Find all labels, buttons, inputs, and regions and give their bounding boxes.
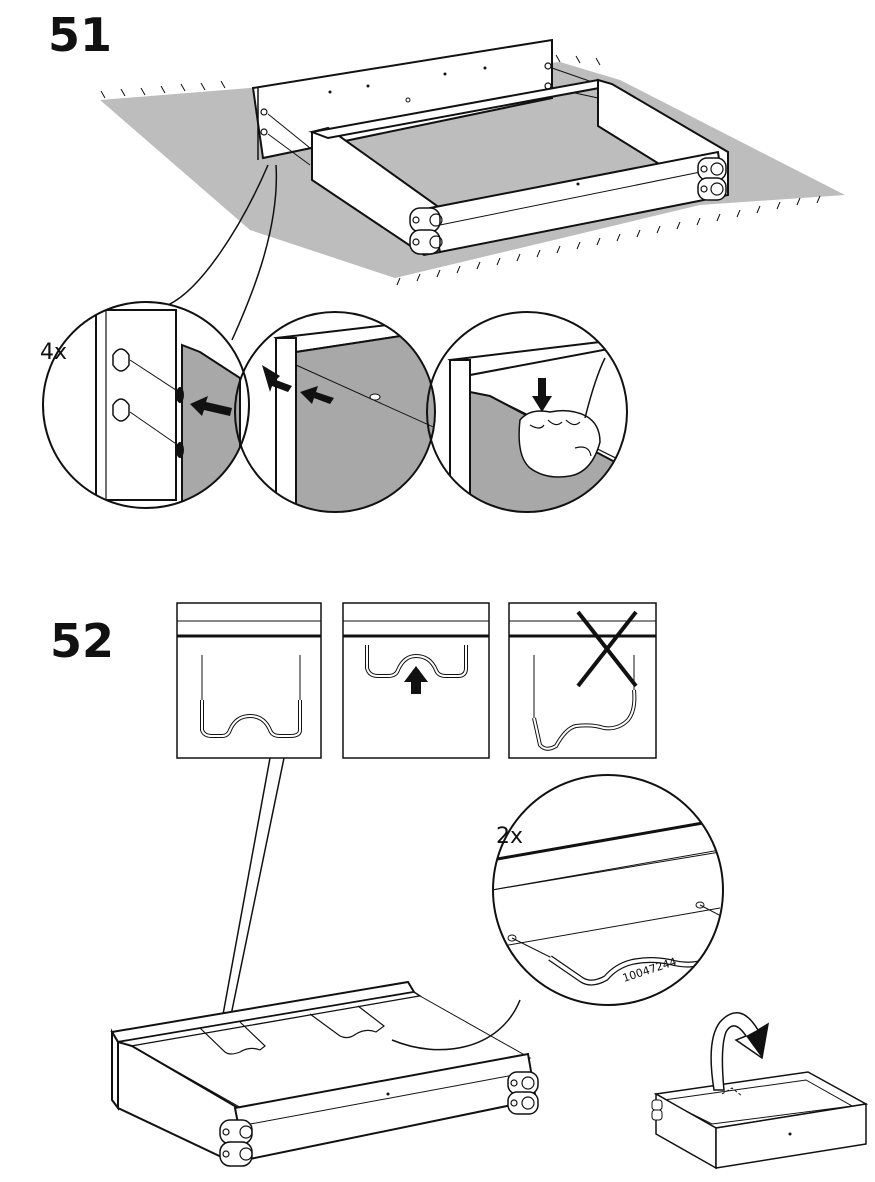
handle-push-up-view [343,603,489,758]
detail-circle-insert-dowels [43,302,249,508]
down-arrow-icon [532,378,552,412]
hand-icon [519,411,600,477]
detail-circle-hand-press [427,312,630,520]
drawer-with-handles [112,982,538,1166]
step-51-overview [100,40,845,340]
handle-insert-correct-view [177,603,321,758]
detail-circle-handle-part: 10047244 [480,775,776,1005]
detail-circle-press-together [235,312,440,520]
handle-incorrect-view [509,603,656,758]
drawer-flip-result [652,1013,866,1168]
